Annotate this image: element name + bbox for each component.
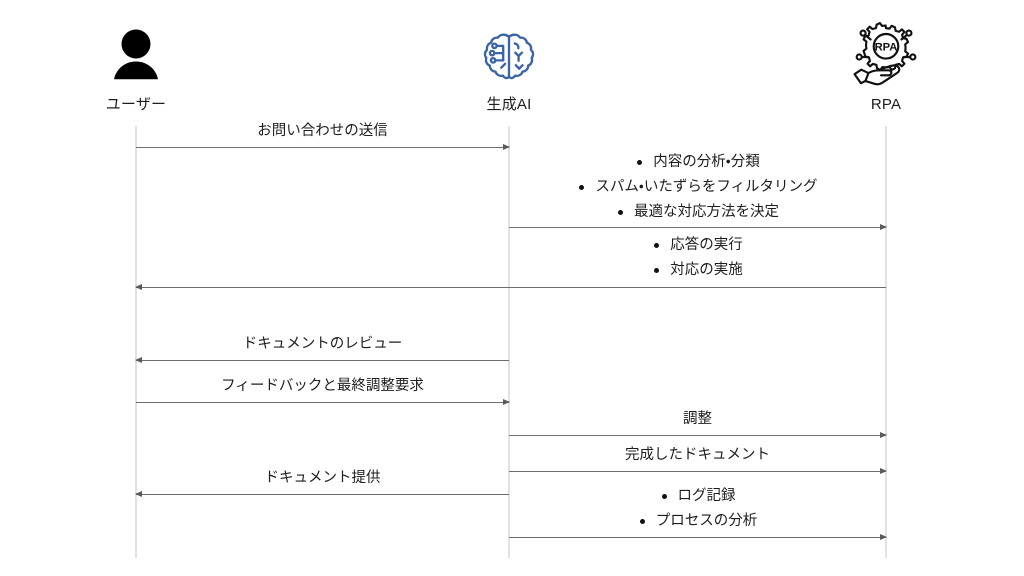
note-item: スパム・いたずらをフィルタリング xyxy=(577,175,818,200)
message-line xyxy=(136,143,510,150)
arrowhead-left-icon xyxy=(135,356,142,363)
message-line xyxy=(135,283,886,290)
arrowhead-right-icon xyxy=(880,533,887,540)
rpa-gear-hand-icon: RPA xyxy=(806,18,966,96)
person-icon xyxy=(56,18,216,96)
note-logging: ログ記録 プロセスの分析 xyxy=(509,480,886,537)
actor-ai[interactable]: 生成AI xyxy=(429,18,589,114)
arrowhead-right-icon xyxy=(880,431,887,438)
message-line xyxy=(509,431,887,438)
svg-text:RPA: RPA xyxy=(875,42,898,54)
message-label: ドキュメントのレビュー xyxy=(242,336,403,352)
arrowhead-right-icon xyxy=(880,467,887,474)
actor-user[interactable]: ユーザー xyxy=(56,18,216,114)
arrowhead-right-icon xyxy=(503,398,510,405)
brain-ai-icon xyxy=(429,18,589,96)
message-line xyxy=(509,223,887,230)
message-line xyxy=(509,533,887,540)
message-label: ドキュメント提供 xyxy=(264,470,381,486)
message-line xyxy=(135,490,509,497)
actor-label-ai: 生成AI xyxy=(486,96,532,113)
note-list: 内容の分析・分類 スパム・いたずらをフィルタリング 最適な対応方法を決定 xyxy=(509,148,886,227)
lifeline-ai xyxy=(508,126,510,558)
message-line xyxy=(135,356,509,363)
note-item: 対応の実施 xyxy=(652,258,743,283)
actor-label-rpa: RPA xyxy=(870,96,902,113)
message-line xyxy=(509,467,887,474)
actor-label-user: ユーザー xyxy=(105,96,167,113)
arrowhead-left-icon xyxy=(135,283,142,290)
note-item: 最適な対応方法を決定 xyxy=(616,200,779,225)
note-list: 応答の実行 対応の実施 xyxy=(509,229,886,286)
arrowhead-right-icon xyxy=(880,223,887,230)
message-label: 調整 xyxy=(683,411,712,427)
message-label: お問い合わせの送信 xyxy=(257,123,388,139)
message-label: フィードバックと最終調整要求 xyxy=(221,378,424,394)
note-item: 応答の実行 xyxy=(652,233,743,258)
arrowhead-left-icon xyxy=(135,490,142,497)
message-label: 完成したドキュメント xyxy=(625,447,770,463)
note-list: ログ記録 プロセスの分析 xyxy=(509,480,886,537)
note-execution: 応答の実行 対応の実施 xyxy=(509,229,886,286)
note-item: 内容の分析・分類 xyxy=(635,150,760,175)
lifeline-rpa xyxy=(885,126,887,558)
note-item: ログ記録 xyxy=(660,484,736,509)
arrowhead-right-icon xyxy=(503,143,510,150)
note-item: プロセスの分析 xyxy=(638,509,757,534)
actor-rpa[interactable]: RPA RPA xyxy=(806,18,966,114)
lifeline-user xyxy=(135,126,137,558)
message-line xyxy=(136,398,510,405)
note-analysis: 内容の分析・分類 スパム・いたずらをフィルタリング 最適な対応方法を決定 xyxy=(509,148,886,227)
